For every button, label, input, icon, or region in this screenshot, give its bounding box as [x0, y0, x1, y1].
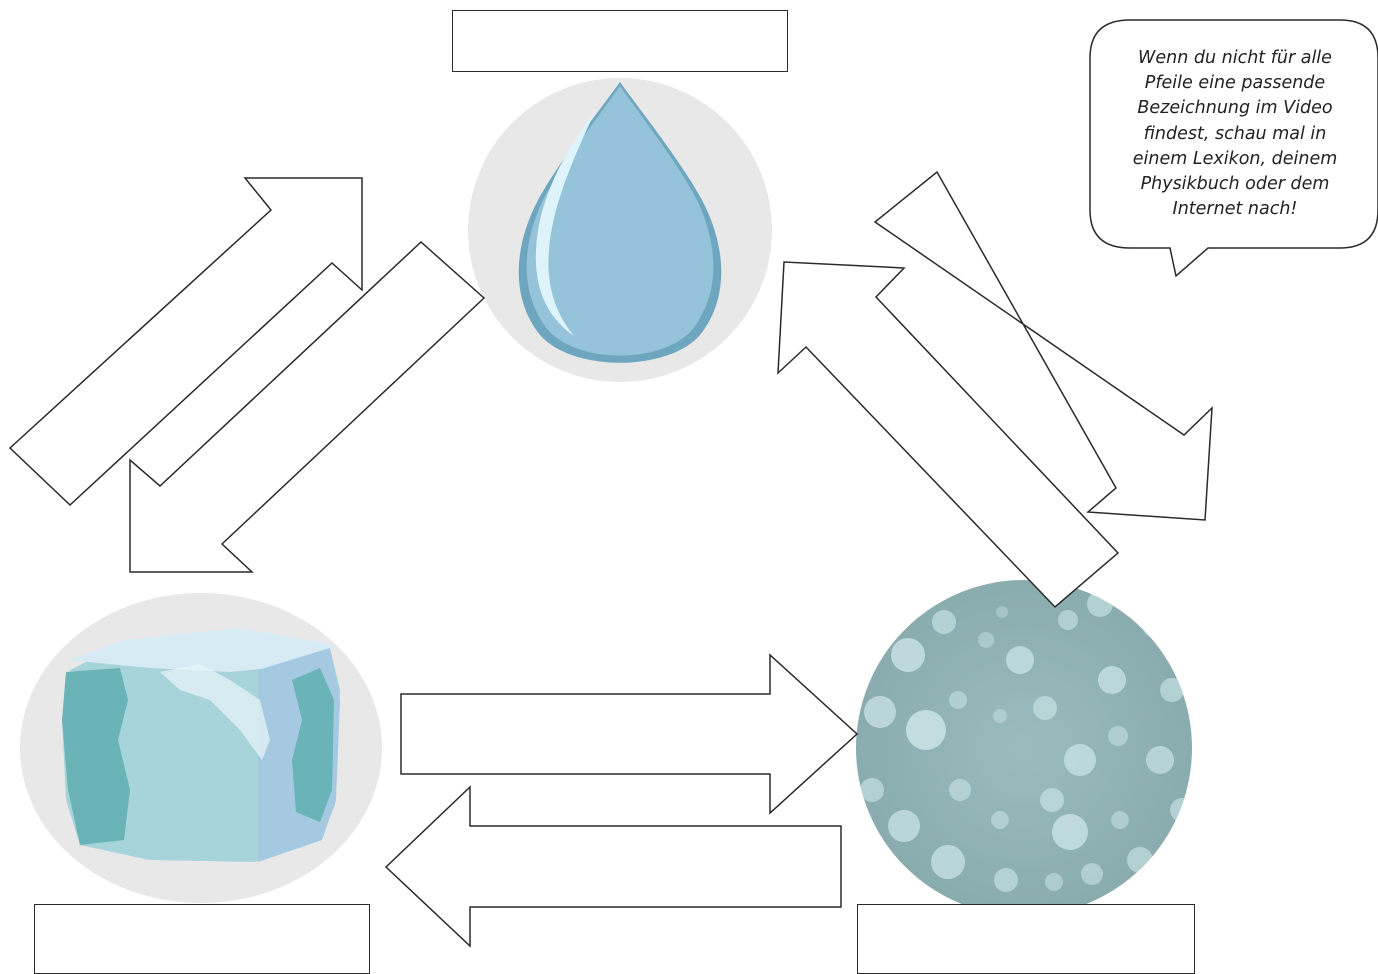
- arrow-liquid-to-solid: [129, 240, 486, 573]
- arrow-gas-to-solid: [384, 785, 842, 948]
- arrow-solid-to-liquid: [8, 177, 363, 507]
- hint-speech-bubble: [1089, 19, 1378, 278]
- hint-text: Wenn du nicht für alle Pfeile eine passe…: [1132, 48, 1338, 220]
- arrow-liquid-to-gas: [873, 170, 1213, 521]
- arrow-gas-to-liquid: [777, 261, 1120, 609]
- gas-bubbles-icon: [856, 580, 1192, 916]
- solid-label-box[interactable]: [34, 904, 370, 974]
- liquid-label-box[interactable]: [452, 10, 788, 72]
- ice-cube-icon: [20, 593, 382, 903]
- water-drop-icon: [468, 78, 772, 382]
- arrow-solid-to-gas: [400, 653, 859, 815]
